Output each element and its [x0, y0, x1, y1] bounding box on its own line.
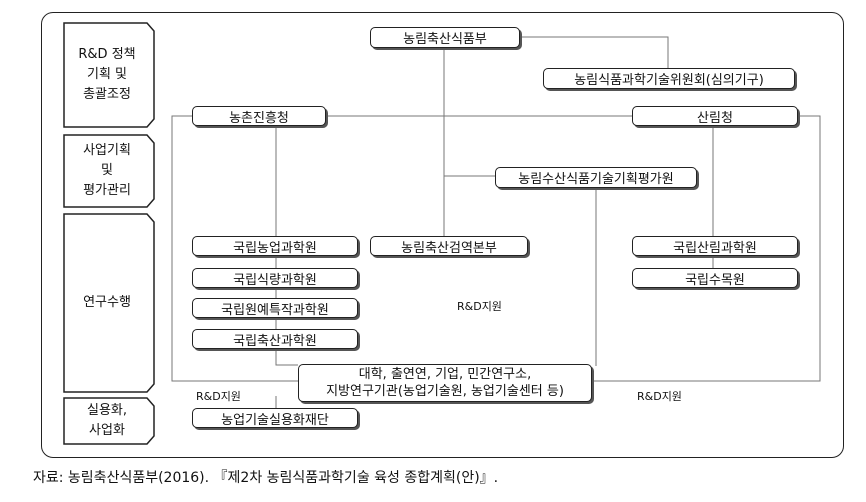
- label-rd-support-left: R&D지원: [196, 390, 241, 403]
- line-kfs-right-loop: [592, 115, 821, 382]
- node-rda: 농촌진흥청: [192, 106, 326, 126]
- label-rd-support-center: R&D지원: [457, 300, 502, 313]
- node-qia: 농림축산검역본부: [370, 236, 528, 256]
- node-mafra: 농림축산식품부: [370, 27, 520, 48]
- category-management: 사업기획 및 평가관리: [83, 143, 131, 198]
- category-shape-commercialization: [63, 397, 155, 445]
- node-kfs: 산림청: [632, 106, 798, 126]
- diagram-frame: [41, 12, 844, 458]
- node-nifos: 국립산림과학원: [632, 236, 798, 256]
- label-rd-support-right: R&D지원: [637, 390, 682, 403]
- line-rda-left-loop: [171, 115, 298, 382]
- node-naas: 국립농업과학원: [192, 236, 358, 256]
- node-nics: 국립식량과학원: [192, 268, 358, 288]
- category-planning: R&D 정책 기획 및 총괄조정: [78, 47, 136, 102]
- category-shape-research: [63, 213, 155, 393]
- node-kna: 국립수목원: [632, 268, 798, 288]
- node-nias: 국립축산과학원: [192, 329, 358, 349]
- category-shape-management: [63, 134, 155, 208]
- category-research: 연구수행: [83, 295, 131, 310]
- line-mafra-committee: [520, 36, 669, 68]
- source-note: 자료: 농림축산식품부(2016). 『제2차 농림식품과학기술 육성 종합계획…: [33, 470, 499, 486]
- line-rda-univ: [275, 348, 298, 366]
- node-ipet: 농림수산식품기술기획평가원: [495, 167, 697, 188]
- node-univ: 대학, 출연연, 기업, 민간연구소, 지방연구기관(농업기술원, 농업기술센터…: [298, 364, 592, 402]
- node-committee: 농림식품과학기술위원회(심의기구): [543, 68, 795, 89]
- node-nihhs: 국립원예특작과학원: [192, 298, 358, 318]
- category-shape-planning: [63, 22, 155, 128]
- node-fact: 농업기술실용화재단: [192, 408, 358, 428]
- category-commercialization: 실용화, 사업화: [86, 403, 127, 438]
